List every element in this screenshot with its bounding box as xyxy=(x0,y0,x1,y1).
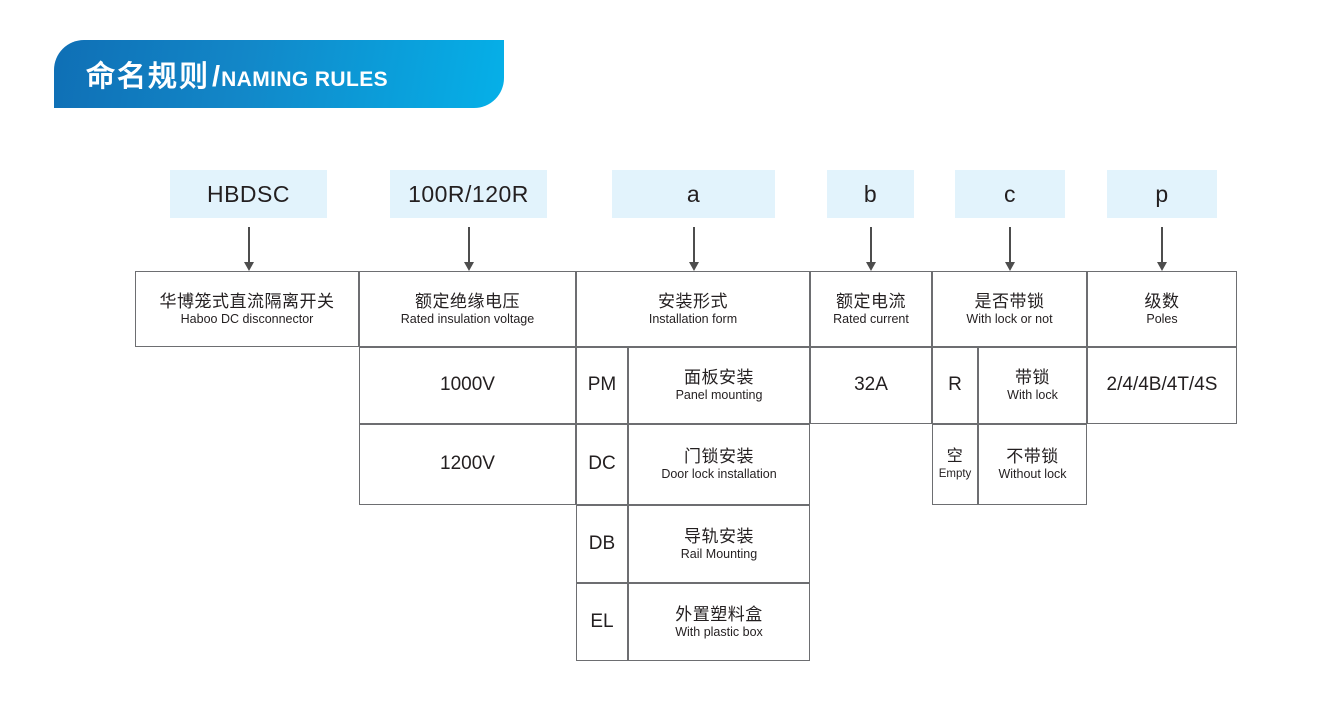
arrow-down-icon-b xyxy=(864,227,878,271)
token-label: p xyxy=(1155,180,1169,207)
header-en: Rated current xyxy=(833,311,909,326)
token-label: HBDSC xyxy=(206,180,290,207)
banner-title-cn: 命名规则 xyxy=(86,61,211,93)
token-label: c xyxy=(1004,180,1016,207)
install-code-el: EL xyxy=(576,583,628,661)
header-cell-install: 安装形式 Installation form xyxy=(576,271,810,347)
header-en: With lock or not xyxy=(966,311,1053,326)
token-label: b xyxy=(863,180,878,207)
header-cn: 额定绝缘电压 xyxy=(415,291,520,311)
header-cn: 华博笼式直流隔离开关 xyxy=(159,291,335,311)
cell-cn: 空 xyxy=(946,448,964,466)
header-cell-current: 额定电流 Rated current xyxy=(810,271,932,347)
header-cn: 级数 xyxy=(1144,291,1180,311)
token-label: a xyxy=(686,180,701,207)
cell-en: Without lock xyxy=(998,467,1067,482)
cell-cn: 不带锁 xyxy=(1006,447,1059,467)
banner-title-en: NAMING RULES xyxy=(221,68,389,91)
install-code-dc: DC xyxy=(576,424,628,505)
header-cn: 是否带锁 xyxy=(974,291,1045,311)
install-desc-db: 导轨安装 Rail Mounting xyxy=(628,505,810,583)
header-en: Rated insulation voltage xyxy=(400,311,535,326)
cell-cn: 面板安装 xyxy=(684,368,754,388)
cell-en: Rail Mounting xyxy=(680,546,758,561)
lock-code-empty: 空 Empty xyxy=(932,424,978,505)
header-cell-product: 华博笼式直流隔离开关 Haboo DC disconnector xyxy=(135,271,359,347)
cell-en: With plastic box xyxy=(675,624,763,639)
header-en: Installation form xyxy=(648,311,738,326)
install-code-pm: PM xyxy=(576,347,628,424)
header-cell-poles: 级数 Poles xyxy=(1087,271,1237,347)
header-cell-voltage: 额定绝缘电压 Rated insulation voltage xyxy=(359,271,576,347)
banner-text: 命名规则 / NAMING RULES xyxy=(86,53,388,95)
cell-cn: 导轨安装 xyxy=(684,526,754,546)
install-code-db: DB xyxy=(576,505,628,583)
cell-value: 1200V xyxy=(440,453,495,475)
header-cn: 额定电流 xyxy=(836,291,906,311)
install-desc-pm: 面板安装 Panel mounting xyxy=(628,347,810,424)
token-chip-voltage: 100R/120R xyxy=(390,170,547,218)
cell-value: 2/4/4B/4T/4S xyxy=(1106,374,1218,396)
cell-value: 1000V xyxy=(440,374,495,396)
cell-en: Door lock installation xyxy=(661,467,777,482)
cell-code: R xyxy=(948,374,962,396)
cell-cn: 外置塑料盒 xyxy=(675,604,763,624)
token-chip-hbdsc: HBDSC xyxy=(170,170,327,218)
header-cell-lock: 是否带锁 With lock or not xyxy=(932,271,1087,347)
arrow-down-icon-voltage xyxy=(462,227,476,271)
cell-code: DC xyxy=(588,453,616,475)
current-value-32a: 32A xyxy=(810,347,932,424)
lock-code-r: R xyxy=(932,347,978,424)
install-desc-el: 外置塑料盒 With plastic box xyxy=(628,583,810,661)
cell-code: PM xyxy=(587,374,617,396)
voltage-value-1200v: 1200V xyxy=(359,424,576,505)
cell-value: 32A xyxy=(854,374,888,396)
lock-desc-without-lock: 不带锁 Without lock xyxy=(978,424,1087,505)
header-en: Haboo DC disconnector xyxy=(180,311,314,326)
cell-en: Empty xyxy=(938,468,972,481)
arrow-down-icon-c xyxy=(1003,227,1017,271)
cell-code: EL xyxy=(590,610,614,632)
header-en: Poles xyxy=(1146,311,1178,326)
header-cn: 安装形式 xyxy=(658,291,728,311)
arrow-down-icon-hbdsc xyxy=(242,227,256,271)
arrow-down-icon-a xyxy=(687,227,701,271)
cell-code: DB xyxy=(588,532,616,554)
voltage-value-1000v: 1000V xyxy=(359,347,576,424)
token-chip-b: b xyxy=(827,170,914,218)
cell-en: Panel mounting xyxy=(675,388,763,403)
banner-separator: / xyxy=(212,61,221,93)
cell-cn: 门锁安装 xyxy=(684,447,754,467)
cell-cn: 带锁 xyxy=(1015,368,1050,388)
token-label: 100R/120R xyxy=(408,180,529,207)
lock-desc-with-lock: 带锁 With lock xyxy=(978,347,1087,424)
token-chip-a: a xyxy=(612,170,775,218)
poles-value: 2/4/4B/4T/4S xyxy=(1087,347,1237,424)
install-desc-dc: 门锁安装 Door lock installation xyxy=(628,424,810,505)
token-chip-c: c xyxy=(955,170,1065,218)
naming-rules-banner: 命名规则 / NAMING RULES xyxy=(54,40,504,108)
arrow-down-icon-p xyxy=(1155,227,1169,271)
cell-en: With lock xyxy=(1007,388,1058,403)
token-chip-p: p xyxy=(1107,170,1217,218)
